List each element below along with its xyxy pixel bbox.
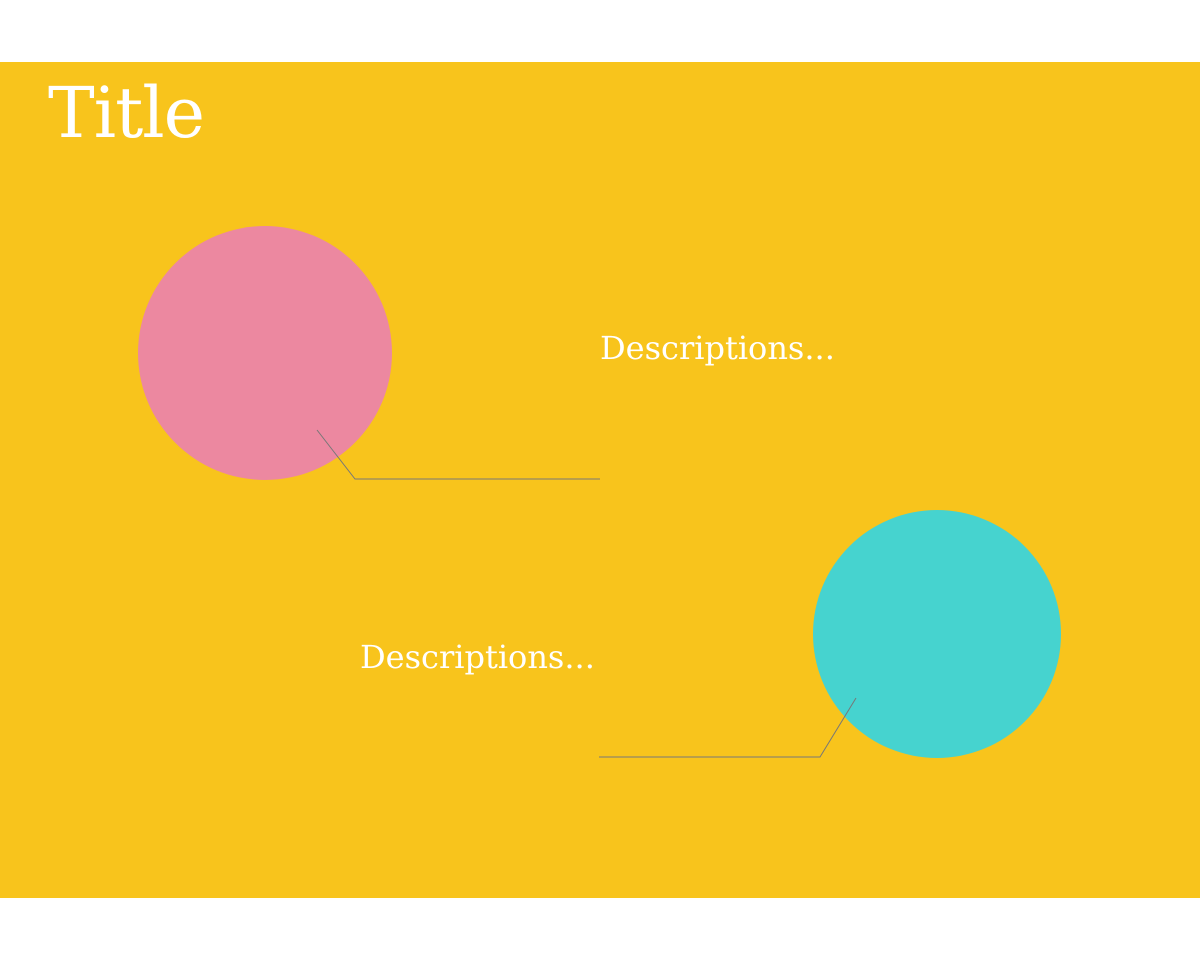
diagram-canvas <box>138 226 1061 758</box>
slide-background: Title Descriptions... Descriptions... <box>0 62 1200 898</box>
description-2: Descriptions... <box>360 638 595 676</box>
connector-line-1 <box>316 429 600 480</box>
description-1: Descriptions... <box>600 329 835 367</box>
teal-circle <box>813 510 1061 758</box>
slide-title: Title <box>48 72 205 154</box>
connector-line-2 <box>599 697 857 758</box>
pink-circle <box>138 226 392 480</box>
